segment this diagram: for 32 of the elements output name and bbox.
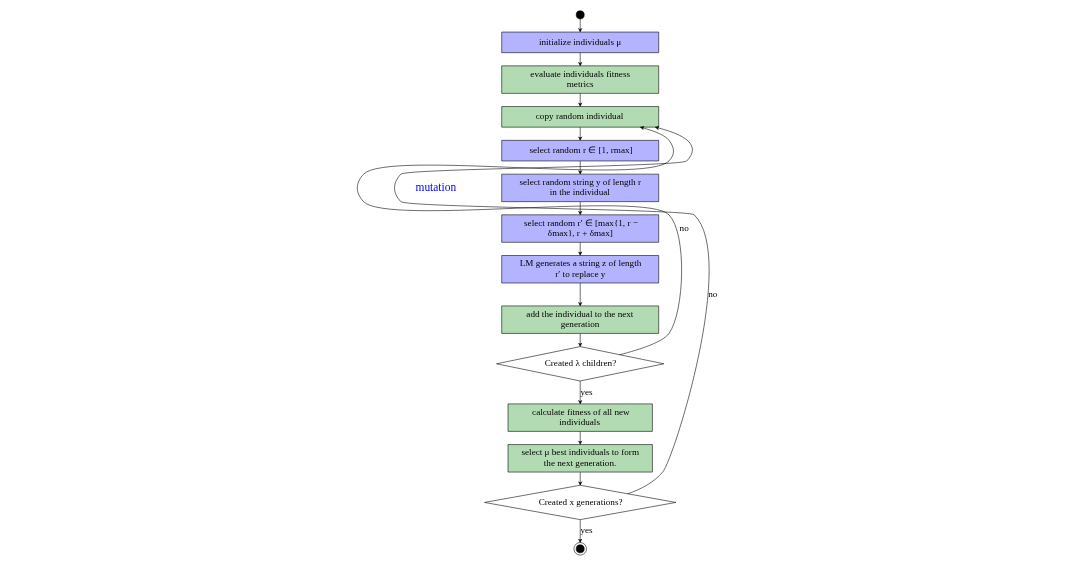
- arrow: [577, 333, 582, 347]
- label: mutation: [414, 180, 456, 193]
- arrow: [577, 18, 582, 33]
- edge-label: yes: [579, 386, 593, 397]
- edge-label: yes: [579, 525, 593, 536]
- arrow: [577, 242, 582, 256]
- node-box: add the individual to the next generation: [500, 305, 659, 334]
- arrow: [577, 471, 582, 486]
- edge-label: no: [679, 222, 689, 233]
- node-box: select random string y of length r in the individual: [500, 173, 659, 202]
- arrow: [393, 126, 709, 494]
- arrow: [577, 519, 582, 543]
- arrow: [577, 160, 582, 175]
- node-diamond: Created x generations?: [483, 484, 676, 520]
- node-box: initialize individuals μ: [500, 31, 659, 53]
- edge-label: no: [707, 288, 717, 299]
- arrow: [577, 380, 582, 405]
- node-box: LM generates a string z of length r′ to replace y: [500, 255, 659, 284]
- node-diamond: Created λ children?: [495, 346, 664, 382]
- node-box: select random r ∈ [1, rmax]: [500, 140, 659, 162]
- arrow: [577, 431, 582, 445]
- arrow: [577, 282, 582, 307]
- node-box: calculate fitness of all new individuals: [507, 403, 653, 432]
- arrow: [356, 126, 682, 355]
- node-box: select μ best individuals to form the next generation.: [507, 444, 653, 473]
- arrow: [577, 201, 582, 215]
- node-circle: [575, 10, 584, 20]
- arrow: [577, 93, 582, 107]
- arrow: [577, 126, 582, 141]
- arrow: [577, 52, 582, 67]
- node-box: evaluate individuals fitness metrics: [500, 65, 659, 94]
- node-box: select random r′ ∈ [max{1, r − δmax}, r + δmax]: [500, 214, 659, 243]
